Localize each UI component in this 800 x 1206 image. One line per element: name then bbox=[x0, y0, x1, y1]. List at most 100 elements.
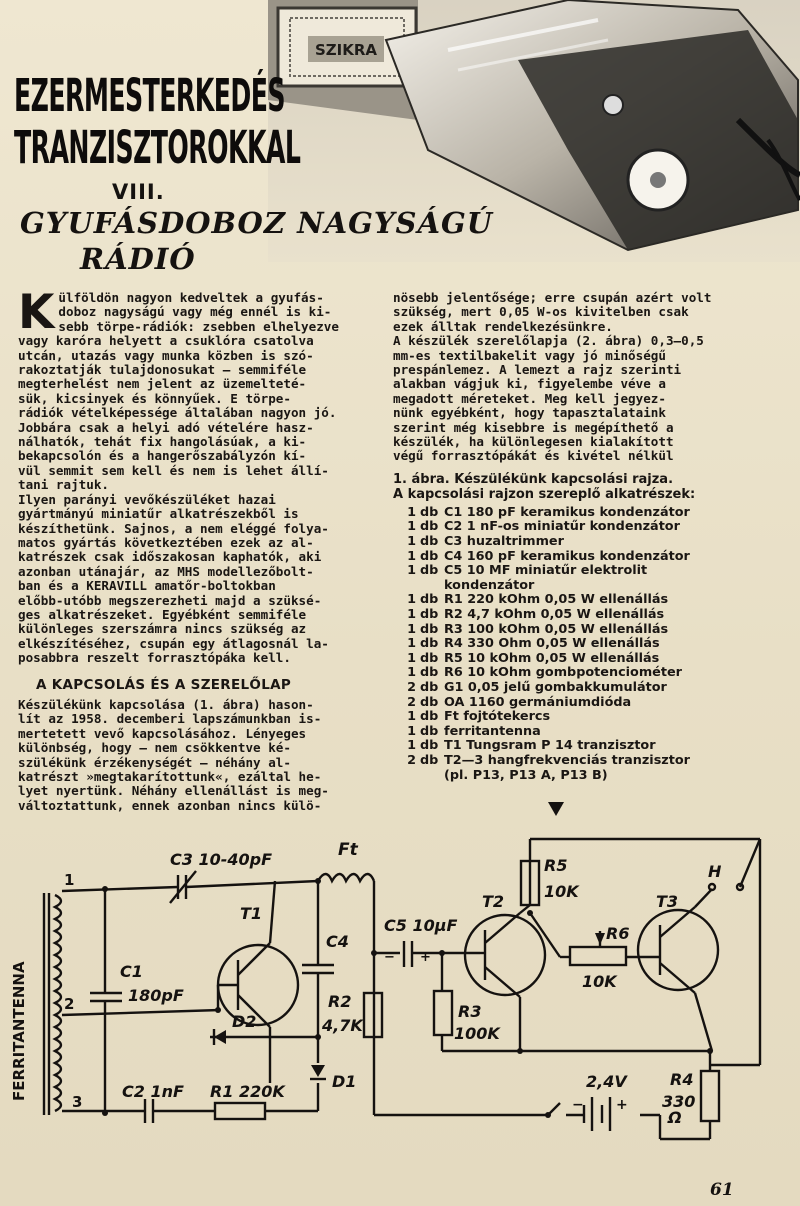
label-c4: C4 bbox=[326, 932, 349, 951]
part-unit: db bbox=[420, 709, 439, 725]
text-line: előbb-utóbb megszerezheti majd a szüksé- bbox=[18, 592, 322, 608]
text-line: nálhatók, tehát fix hangolásúak, a ki- bbox=[18, 434, 307, 450]
label-r6: R6 bbox=[606, 924, 629, 943]
part-unit: db bbox=[420, 723, 439, 739]
label-node-1: 1 bbox=[64, 871, 74, 889]
label-ferritantenna: FERRITANTENNA bbox=[10, 961, 28, 1101]
part-description: R5 10 kOhm 0,05 W ellenállás bbox=[444, 650, 660, 666]
label-t1: T1 bbox=[240, 904, 262, 923]
part-quantity: 1 bbox=[407, 534, 416, 550]
text-line: változtattunk, ennek azonban nincs külö- bbox=[18, 797, 322, 813]
part-quantity: 1 bbox=[407, 650, 416, 666]
text-line: különbség, hogy — nem csökkentve ké- bbox=[18, 740, 291, 756]
part-quantity: 2 bbox=[407, 752, 416, 768]
part-description: R3 100 kOhm 0,05 W ellenállás bbox=[444, 621, 669, 637]
label-r3: R3 bbox=[458, 1002, 481, 1021]
text-line: A készülék szerelőlapja (2. ábra) 0,3—0,… bbox=[393, 333, 704, 349]
text-line: vagy karóra helyett a csuklóra csatolva bbox=[18, 333, 314, 349]
left-column: K ülföldön nagyon kedveltek a gyufás-dob… bbox=[18, 289, 363, 813]
part-description: R2 4,7 kOhm 0,05 W ellenállás bbox=[444, 607, 665, 623]
label-c2: C2 1nF bbox=[122, 1082, 184, 1101]
part-unit: db bbox=[420, 548, 439, 564]
label-c1-value: 180pF bbox=[128, 986, 184, 1005]
label-node-2: 2 bbox=[64, 995, 74, 1013]
text-line: mm-es textilbakelit vagy jó minőségű bbox=[393, 347, 666, 363]
text-line: elkészítéséhez, csupán egy átlagosnál la… bbox=[18, 635, 329, 651]
text-line: szülékünk érzékenységét — néhány al- bbox=[18, 754, 291, 770]
text-line: sük, kicsinyek és könnyűek. E törpe- bbox=[18, 390, 291, 406]
part-quantity: 1 bbox=[407, 592, 416, 608]
radio-photo-illustration: SZIKRA bbox=[268, 0, 800, 262]
text-line: gyártmányú miniatűr alkatrészekből is bbox=[18, 506, 299, 522]
part-unit: db bbox=[420, 563, 439, 579]
label-d2: D2 bbox=[232, 1012, 256, 1031]
label-h: H bbox=[708, 862, 722, 881]
part-unit: db bbox=[420, 636, 439, 652]
article-subtitle-line1: GYUFÁSDOBOZ NAGYSÁGÚ bbox=[20, 206, 494, 240]
part-description: C4 160 pF keramikus kondenzátor bbox=[444, 548, 690, 564]
label-r6-value: 10K bbox=[582, 972, 618, 991]
label-node-3: 3 bbox=[72, 1093, 82, 1111]
part-description: R1 220 kOhm 0,05 W ellenállás bbox=[444, 592, 669, 608]
part-unit: db bbox=[420, 650, 439, 666]
part-quantity: 1 bbox=[407, 504, 416, 520]
triangle-marker-icon bbox=[548, 802, 564, 816]
page-title-line1: EZERMESTERKEDÉS bbox=[14, 69, 286, 122]
text-line: prespánlemez. A lemezt a rajz szerinti bbox=[393, 362, 682, 378]
label-r3-value: 100K bbox=[454, 1024, 501, 1043]
label-c1: C1 bbox=[120, 962, 143, 981]
article-subtitle-line2: RÁDIÓ bbox=[80, 242, 196, 276]
paragraph-intro: K ülföldön nagyon kedveltek a gyufás-dob… bbox=[18, 289, 363, 493]
part-unit: db bbox=[420, 519, 439, 535]
circuit-schematic: FERRITANTENNA C3 10-40pF Ft T1 C4 C1 180… bbox=[10, 837, 762, 1141]
label-r4-unit: Ω bbox=[667, 1108, 682, 1127]
label-r4: R4 bbox=[670, 1070, 693, 1089]
text-line: katrészek csak időszakosan kaphatók, aki bbox=[18, 549, 322, 565]
text-line: doboz nagyságú vagy még ennél is ki- bbox=[58, 304, 332, 320]
label-r4-value: 330 bbox=[662, 1092, 695, 1111]
parts-list-item: kondenzátor bbox=[393, 577, 738, 594]
text-line: szerint még kisebbre is megépíthető a bbox=[393, 419, 674, 435]
text-line: lyet nyertünk. Néhány ellenállást is meg… bbox=[18, 783, 329, 799]
text-line: vül semmit sem kell és nem is lehet állí… bbox=[18, 462, 329, 478]
part-quantity: 1 bbox=[407, 563, 416, 579]
part-quantity: 1 bbox=[407, 621, 416, 637]
part-quantity: 1 bbox=[407, 738, 416, 754]
text-line: tani rajtuk. bbox=[18, 477, 109, 493]
label-c5-plus: + bbox=[420, 950, 431, 965]
label-r2-value: 4,7K bbox=[321, 1016, 364, 1035]
part-description: C3 huzaltrimmer bbox=[444, 534, 564, 550]
part-description: OA 1160 germániumdióda bbox=[444, 694, 632, 710]
part-unit: db bbox=[420, 534, 439, 550]
figure-caption-line1: 1. ábra. Készülékünk kapcsolási rajza. bbox=[393, 471, 674, 487]
part-description: R4 330 Ohm 0,05 W ellenállás bbox=[444, 636, 660, 652]
diode-d1-icon bbox=[311, 1065, 325, 1077]
part-quantity: 1 bbox=[407, 665, 416, 681]
part-quantity: 1 bbox=[407, 636, 416, 652]
text-line: végű forrasztópákát és kivétel nélkül bbox=[393, 448, 674, 464]
page-title-line2: TRANZISZTOROKKAL bbox=[14, 121, 301, 174]
text-line: megadott méreteket. Meg kell jegyez- bbox=[393, 390, 666, 406]
part-description: C1 180 pF keramikus kondenzátor bbox=[444, 504, 690, 520]
part-description: G1 0,05 jelű gombakkumulátor bbox=[444, 680, 667, 695]
paragraph-circuit: Készülékünk kapcsolása (1. ábra) hason-l… bbox=[18, 697, 363, 813]
part-description: C5 10 MF miniatűr elektrolit bbox=[444, 563, 648, 579]
part-number: VIII. bbox=[112, 180, 165, 204]
text-line: matos gyártás következtében ezek az al- bbox=[18, 534, 314, 550]
part-unit: db bbox=[420, 665, 439, 681]
label-r5: R5 bbox=[544, 856, 567, 875]
text-line: ges alkatrészeket. Egyébként semmiféle bbox=[18, 606, 307, 622]
part-quantity: 1 bbox=[407, 709, 416, 725]
part-description: kondenzátor bbox=[444, 577, 535, 593]
text-line: rakoztatják tulajdonosukat — semmiféle bbox=[18, 362, 307, 378]
part-quantity: 2 bbox=[407, 694, 416, 710]
label-battery-plus: + bbox=[616, 1097, 628, 1113]
